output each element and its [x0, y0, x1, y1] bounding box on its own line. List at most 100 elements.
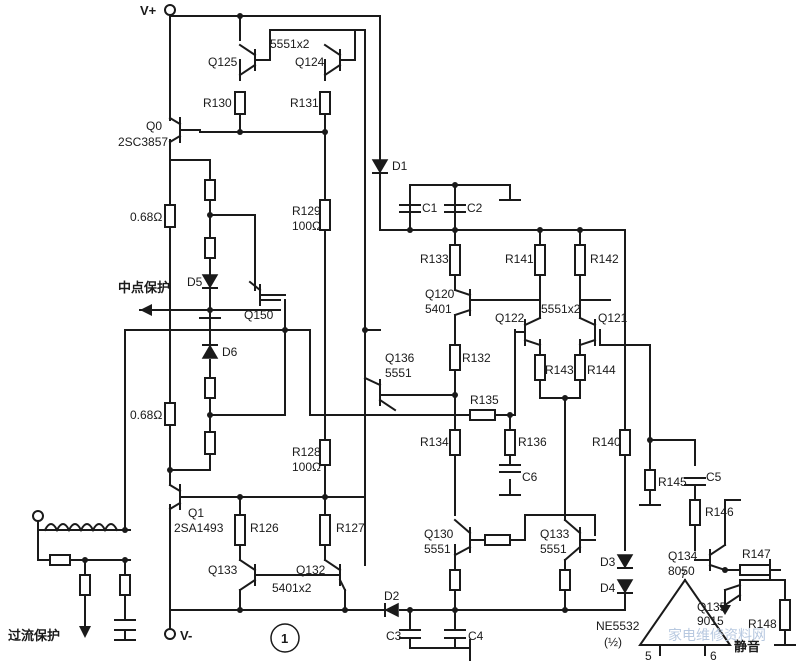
transistor-q121: [578, 299, 597, 347]
label-q150: Q150: [244, 308, 274, 322]
label-r144: R144: [587, 363, 616, 377]
label-r141: R141: [505, 252, 534, 266]
resistor-r128: [319, 439, 331, 466]
transistor-q124: [323, 29, 356, 77]
overcurrent-arrow-icon: [79, 626, 91, 638]
label-d1: D1: [392, 159, 408, 173]
vplus-label: V+: [140, 3, 157, 18]
opamp-triangle: [638, 578, 732, 646]
resistor-r130: [234, 91, 246, 115]
resistor-q130-emitter: [449, 569, 461, 591]
resistor-r133: [449, 244, 461, 276]
label-r135: R135: [470, 393, 499, 407]
resistor-r144: [574, 354, 586, 381]
label-q1: Q1: [188, 506, 204, 520]
transistor-q132: [323, 558, 347, 592]
resistors: [49, 91, 791, 631]
output-inductor: [43, 523, 119, 533]
midpoint-arrow-icon: [140, 304, 152, 316]
resistor-sense: [49, 554, 71, 566]
label-q122: Q122: [495, 311, 525, 325]
label-pair-5551x2-b: 5551x2: [541, 302, 581, 316]
transistor-q1: [168, 483, 182, 511]
label-r128: R128: [292, 445, 321, 459]
diode-d1: [371, 159, 389, 174]
resistor-r143: [534, 354, 546, 381]
resistor-sense-3: [119, 574, 131, 596]
resistor-r127: [319, 514, 331, 546]
label-r126: R126: [250, 521, 279, 535]
mute-arrow-icon: [719, 605, 731, 615]
label-q130: Q130: [424, 527, 454, 541]
capacitor-c1: [399, 204, 421, 213]
transistor-q135: [723, 579, 742, 607]
transistor-q130: [453, 518, 472, 557]
resistor-q133-emitter: [559, 569, 571, 591]
label-pair-5551x2: 5551x2: [270, 37, 310, 51]
figure-number: 1: [281, 631, 288, 646]
label-c1: C1: [422, 201, 438, 215]
label-q124: Q124: [295, 55, 325, 69]
label-q1-type: 2SA1493: [174, 521, 224, 535]
label-c5: C5: [706, 470, 722, 484]
label-r146: R146: [705, 505, 734, 519]
capacitors: [114, 199, 796, 661]
label-r129: R129: [292, 204, 321, 218]
resistor-r147: [739, 564, 771, 576]
resistor-r136: [504, 429, 516, 456]
label-q133-right: Q133: [540, 527, 570, 541]
capacitor-c4: [444, 629, 466, 639]
resistor-r141: [534, 244, 546, 276]
diode-d6: [201, 344, 219, 359]
capacitor-c3: [399, 629, 421, 639]
label-q120: Q120: [425, 287, 455, 301]
label-r129-val: 100Ω: [292, 219, 321, 233]
transistor-q136: [363, 376, 397, 412]
label-opamp-half: (½): [604, 635, 622, 649]
transistor-q134: [694, 543, 727, 572]
label-r134: R134: [420, 435, 449, 449]
resistor-068-top: [164, 204, 176, 228]
label-r133: R133: [420, 252, 449, 266]
transistor-q125: [238, 43, 271, 77]
label-q135: Q135: [697, 600, 727, 614]
resistor-sense-2: [79, 574, 91, 596]
vminus-terminal: [164, 628, 176, 640]
resistor-r135: [469, 409, 496, 421]
resistor-d5-lower: [204, 237, 216, 259]
label-c4: C4: [468, 629, 484, 643]
label-q134-type: 8050: [668, 564, 695, 578]
resistor-d5-upper: [204, 179, 216, 201]
label-pin6: 6: [710, 649, 717, 663]
label-d4: D4: [600, 581, 616, 595]
label-q0-type: 2SC3857: [118, 135, 168, 149]
resistor-r140: [619, 429, 631, 456]
watermark: 家电维修资料网: [668, 627, 766, 644]
resistor-q130-bridge: [484, 534, 511, 546]
label-q120-type: 5401: [425, 302, 452, 316]
resistor-r129: [319, 199, 331, 231]
label-r068-top: 0.68Ω: [130, 210, 162, 224]
label-r127: R127: [336, 521, 365, 535]
label-midpoint-protection: 中点保护: [118, 280, 170, 296]
label-overcurrent-protection: 过流保护: [8, 628, 60, 644]
label-r130: R130: [203, 96, 232, 110]
label-r128-val: 100Ω: [292, 460, 321, 474]
label-opamp: NE5532: [596, 619, 640, 633]
diode-d2: [384, 602, 399, 618]
transistor-q120: [453, 288, 496, 317]
capacitor-c2: [444, 204, 466, 213]
label-pin5: 5: [645, 649, 652, 663]
component-labels: Q125 5551x2 Q124 R130 R131 Q0 2SC3857 D1…: [118, 37, 777, 663]
capacitor-sense: [114, 619, 136, 631]
label-r145: R145: [658, 475, 687, 489]
label-r140: R140: [592, 435, 621, 449]
vplus-terminal: [164, 4, 176, 16]
resistor-r145: [644, 469, 656, 491]
resistor-r126: [234, 514, 246, 546]
label-mute: 静音: [734, 639, 760, 655]
resistor-068-bot: [164, 402, 176, 426]
resistor-r134: [449, 429, 461, 456]
label-pin7: 7: [680, 567, 687, 581]
